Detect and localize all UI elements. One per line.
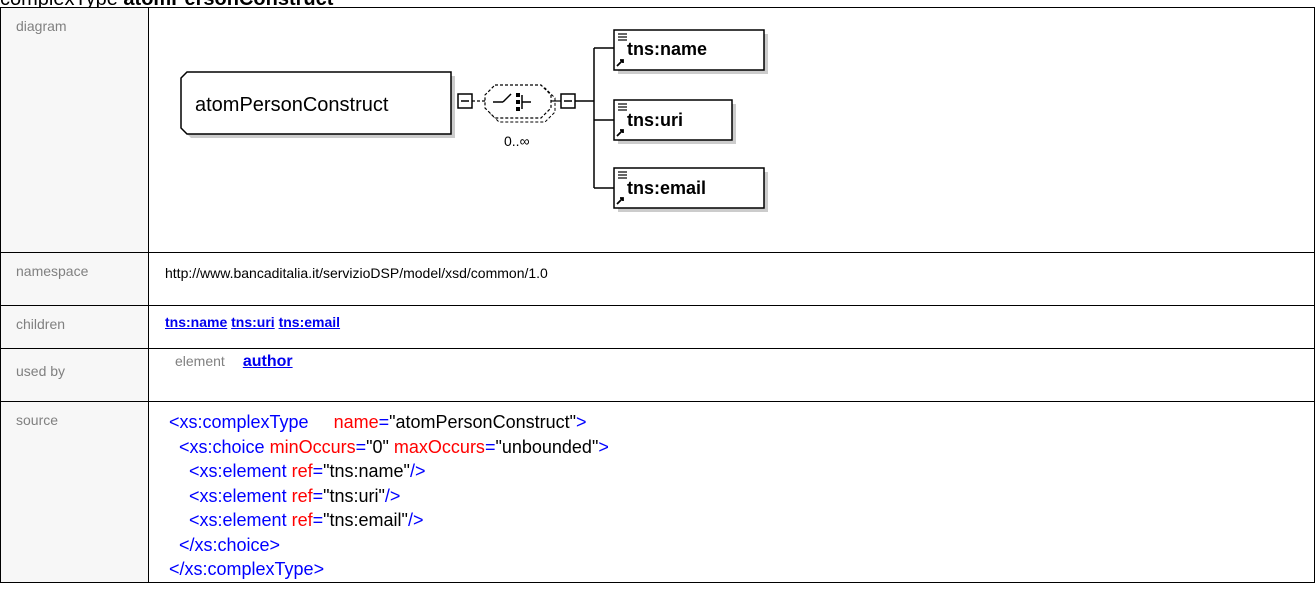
heading-type-name: atomPersonConstruct (123, 0, 333, 10)
namespace-value: http://www.bancaditalia.it/servizioDSP/m… (148, 252, 1315, 306)
used-by-kind: element (175, 353, 225, 369)
row-label-used-by: used by (0, 348, 149, 402)
child-link-name[interactable]: tns:name (165, 314, 228, 330)
choice-compositor[interactable] (484, 84, 556, 123)
row-diagram: diagram atomPersonConstruct (0, 7, 1315, 253)
source-line-element-email: <xs:element ref="tns:email"/> (189, 510, 424, 530)
complex-type-label: atomPersonConstruct (195, 94, 389, 116)
heading-prefix: complexType (0, 0, 118, 10)
row-children: children tns:name tns:uri tns:email (0, 305, 1315, 349)
element-box-email[interactable]: tns:email (613, 167, 768, 212)
source-line-complextype-open: <xs:complexType name="atomPersonConstruc… (169, 412, 587, 432)
source-line-element-name: <xs:element ref="tns:name"/> (189, 461, 426, 481)
source-cell: <xs:complexType name="atomPersonConstruc… (148, 401, 1315, 583)
element-box-uri[interactable]: tns:uri (613, 99, 736, 144)
element-label-uri: tns:uri (627, 110, 683, 130)
element-label-email: tns:email (627, 178, 706, 198)
child-link-uri[interactable]: tns:uri (231, 314, 275, 330)
row-namespace: namespace http://www.bancaditalia.it/ser… (0, 252, 1315, 306)
row-used-by: used by element author (0, 348, 1315, 402)
source-code: <xs:complexType name="atomPersonConstruc… (169, 410, 1314, 582)
schema-diagram: atomPersonConstruct (180, 29, 768, 212)
row-label-namespace: namespace (0, 252, 149, 306)
choice-collapse-toggle[interactable] (560, 93, 576, 109)
type-collapse-toggle[interactable] (457, 93, 473, 109)
source-line-choice-close: </xs:choice> (179, 534, 281, 555)
row-source: source <xs:complexType name="atomPersonC… (0, 401, 1315, 583)
row-label-children: children (0, 305, 149, 349)
element-label-name: tns:name (627, 39, 707, 59)
occurrence-label: 0..∞ (504, 133, 530, 149)
complex-type-box[interactable]: atomPersonConstruct (180, 71, 455, 138)
source-line-complextype-close: </xs:complexType> (169, 559, 325, 579)
source-line-choice-open: <xs:choice minOccurs="0" maxOccurs="unbo… (179, 436, 609, 457)
child-link-email[interactable]: tns:email (278, 314, 341, 330)
doc-table: diagram atomPersonConstruct (0, 7, 1315, 583)
source-line-element-uri: <xs:element ref="tns:uri"/> (189, 485, 401, 506)
element-box-name[interactable]: tns:name (613, 29, 768, 74)
page-heading: complexType atomPersonConstruct (0, 0, 333, 11)
children-cell: tns:name tns:uri tns:email (148, 305, 1315, 349)
row-label-source: source (0, 401, 149, 583)
diagram-cell: atomPersonConstruct (148, 7, 1315, 253)
used-by-link-author[interactable]: author (242, 353, 293, 370)
row-label-diagram: diagram (0, 7, 149, 253)
used-by-cell: element author (148, 348, 1315, 402)
